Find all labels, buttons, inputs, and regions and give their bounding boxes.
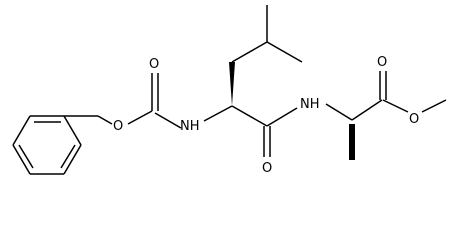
carbamate-group xyxy=(127,73,182,129)
molecule-structure: O O NH O NH O O xyxy=(12,5,447,176)
alanine-methyl-ester xyxy=(325,71,447,160)
carbamate-nh-label: NH xyxy=(180,119,200,134)
leucine-residue xyxy=(203,5,303,157)
carbamate-ester-oxygen-label: O xyxy=(113,119,123,134)
ester-oxygen-label: O xyxy=(409,112,419,127)
amide-carbonyl-oxygen-label: O xyxy=(262,161,272,176)
amide-nh-label: NH xyxy=(300,97,320,112)
molecule-canvas: O O NH O NH O O xyxy=(12,5,447,176)
benzyl-linker xyxy=(64,115,113,125)
carbamate-carbonyl-oxygen-label: O xyxy=(149,57,159,72)
stereo-wedge-leucine xyxy=(229,62,235,106)
ester-carbonyl-oxygen-label: O xyxy=(377,55,387,70)
benzene-ring xyxy=(12,115,82,175)
